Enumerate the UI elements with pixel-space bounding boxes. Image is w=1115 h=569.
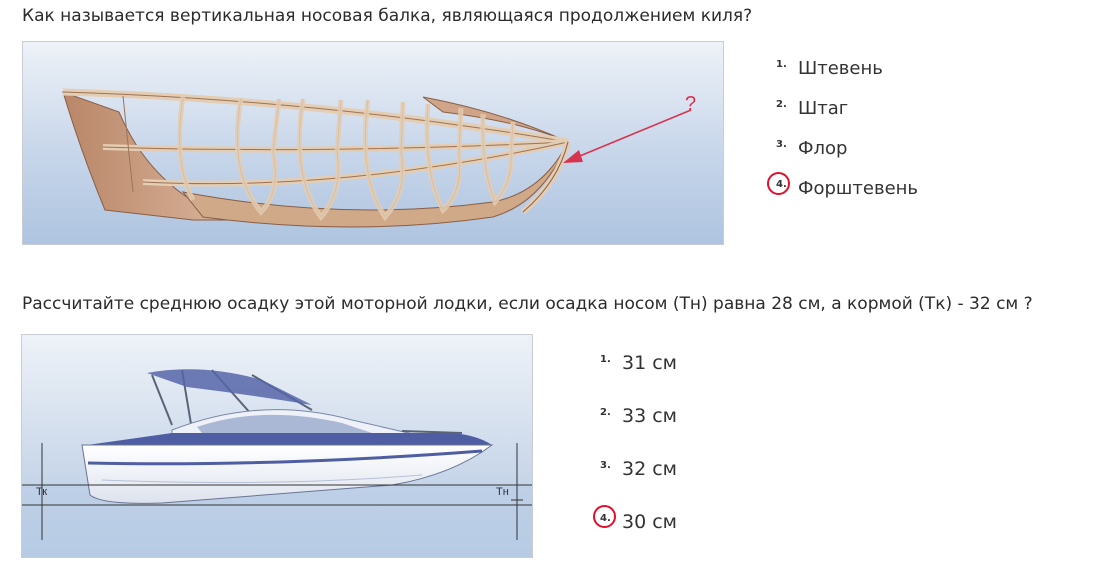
- answer-text: Штевень: [798, 58, 883, 79]
- answer-text: 33 см: [622, 405, 677, 427]
- answer-option[interactable]: 3. 32 см: [600, 458, 677, 511]
- answer-option[interactable]: 3. Флор: [776, 138, 918, 178]
- answer-number: 1.: [600, 354, 611, 365]
- boat-frame-illustration: ?: [22, 41, 724, 245]
- answer-number: 1.: [776, 59, 787, 70]
- answer-number: 2.: [600, 407, 611, 418]
- answer-option[interactable]: 2. 33 см: [600, 405, 677, 458]
- question-1-title: Как называется вертикальная носовая балк…: [22, 6, 753, 26]
- bow-draft-label: Тн: [496, 486, 509, 498]
- callout-question-mark: ?: [685, 93, 696, 115]
- answer-number: 4.: [600, 513, 611, 524]
- answer-text: 31 см: [622, 352, 677, 374]
- selection-circle: [767, 172, 790, 195]
- answer-text: 32 см: [622, 458, 677, 480]
- answer-number: 2.: [776, 99, 787, 110]
- answer-option[interactable]: 2. Штаг: [776, 98, 918, 138]
- answer-text: Флор: [798, 138, 848, 159]
- answer-option-selected[interactable]: 4. Форштевень: [767, 172, 919, 218]
- question-1-answers: 1. Штевень 2. Штаг 3. Флор 4. Форштевень: [767, 58, 919, 218]
- motorboat-draft-illustration: Тк Тн: [21, 334, 533, 558]
- answer-text: Штаг: [798, 98, 849, 119]
- answer-option[interactable]: 1. 31 см: [600, 352, 677, 405]
- answer-option-selected[interactable]: 4. 30 см: [593, 505, 677, 564]
- question-2-title: Рассчитайте среднюю осадку этой моторной…: [22, 294, 1033, 314]
- answer-number: 4.: [776, 179, 787, 190]
- question-2-answers: 1. 31 см 2. 33 см 3. 32 см 4. 30 см: [593, 352, 677, 564]
- selection-circle: [593, 505, 616, 528]
- answer-option[interactable]: 1. Штевень: [776, 58, 918, 98]
- stern-draft-label: Тк: [36, 486, 47, 498]
- answer-number: 3.: [776, 139, 787, 150]
- answer-text: 30 см: [622, 511, 677, 533]
- answer-text: Форштевень: [798, 178, 919, 199]
- answer-number: 3.: [600, 460, 611, 471]
